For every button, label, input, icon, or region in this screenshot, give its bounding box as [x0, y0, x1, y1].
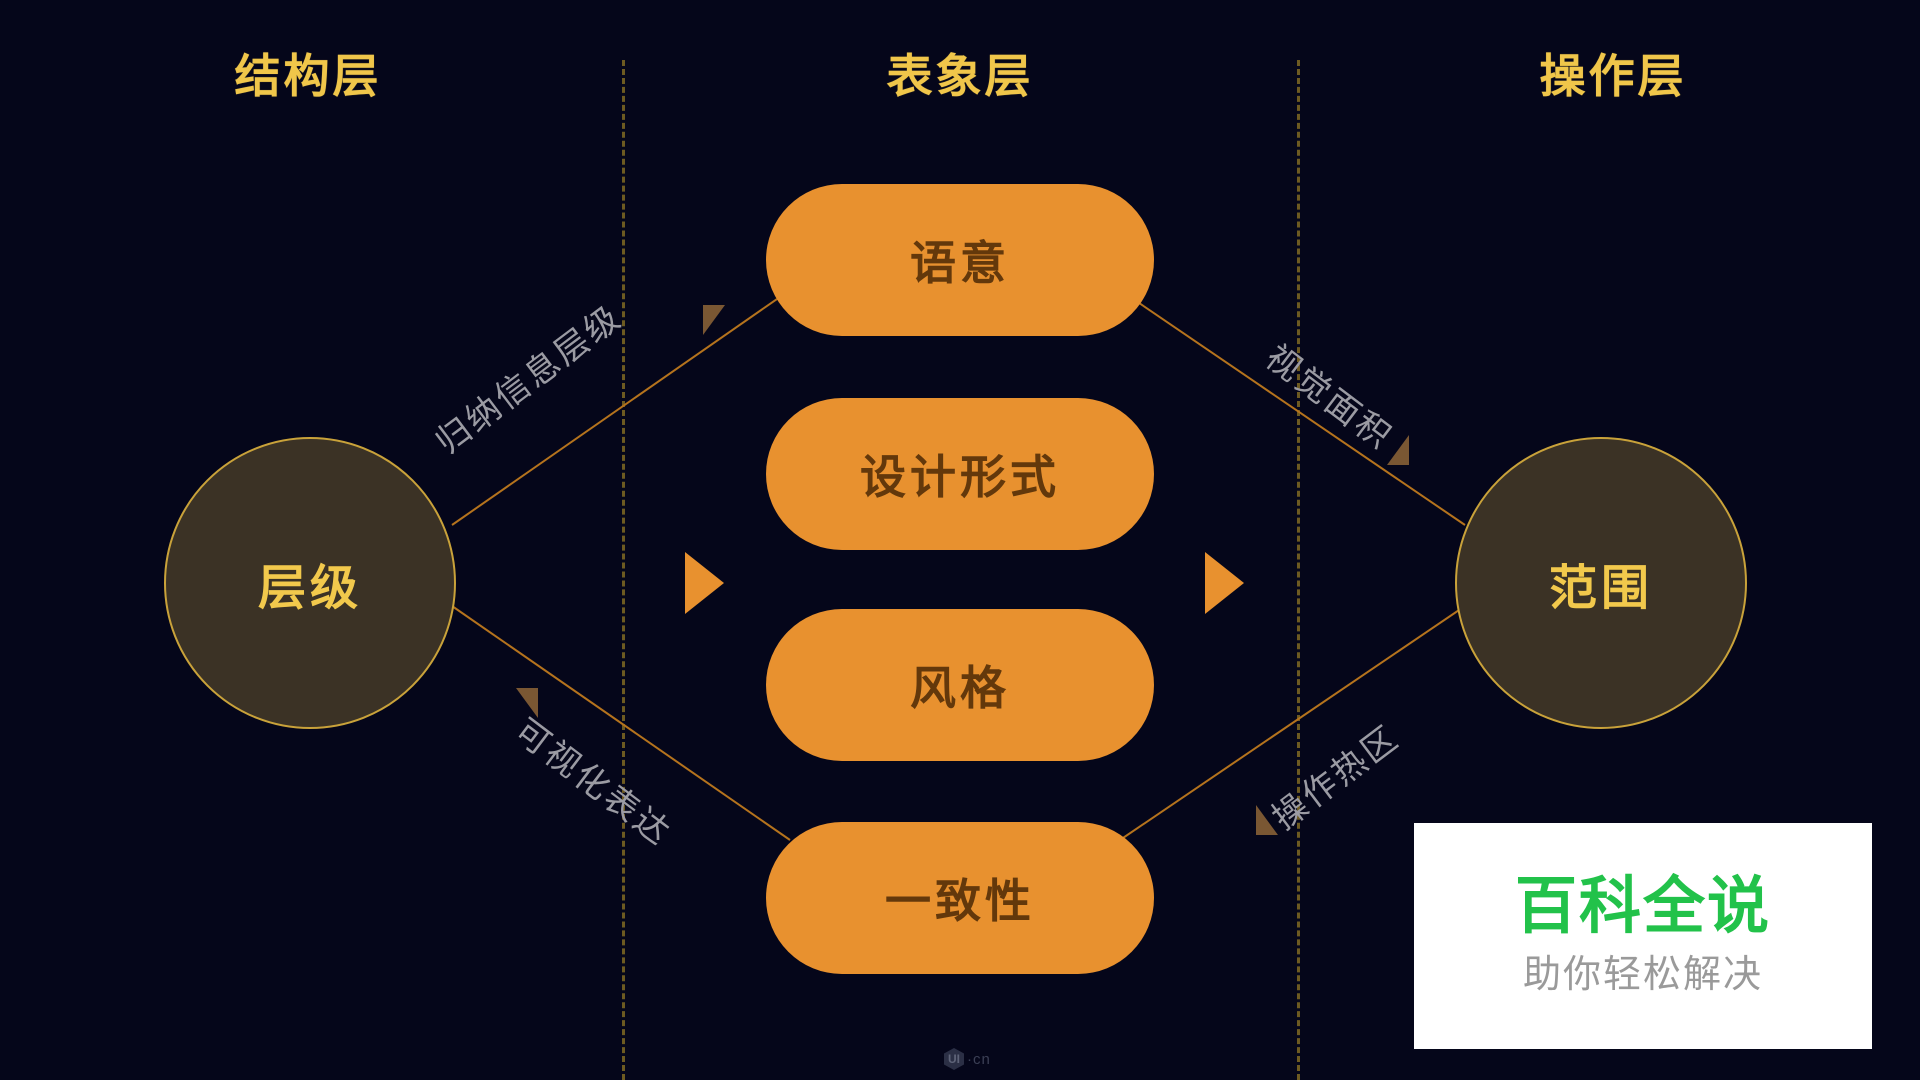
pill-label: 语意: [910, 237, 1010, 289]
node-left-circle[interactable]: 层级: [164, 437, 456, 729]
column-header-surface: 表象层: [886, 50, 1034, 102]
column-header-structure: 结构层: [234, 50, 382, 102]
ui-badge-icon: UI: [944, 1048, 964, 1070]
connector-right-upper: [1119, 289, 1466, 526]
pill-label: 风格: [910, 662, 1010, 714]
triangle-marker-icon-lower-right: [1256, 805, 1282, 835]
pill-style[interactable]: 风格: [766, 609, 1154, 761]
edge-label-operation-hotzone: 操作热区: [1265, 718, 1407, 838]
pill-design-form[interactable]: 设计形式: [766, 398, 1154, 550]
site-watermark-text: ·cn: [967, 1050, 991, 1068]
dashed-divider-right: [1297, 60, 1300, 1080]
play-triangle-icon-right: [1205, 552, 1244, 614]
pill-label: 设计形式: [860, 451, 1060, 503]
dashed-divider-left: [622, 60, 625, 1080]
edge-label-information-hierarchy: 归纳信息层级: [429, 297, 630, 462]
triangle-marker-icon-lower-left: [512, 688, 538, 718]
pill-label: 一致性: [885, 875, 1035, 927]
pill-consistency[interactable]: 一致性: [766, 822, 1154, 974]
triangle-marker-icon-upper-left: [703, 305, 729, 335]
node-right-circle[interactable]: 范围: [1455, 437, 1747, 729]
pill-semantics[interactable]: 语意: [766, 184, 1154, 336]
node-left-circle-label: 层级: [257, 562, 362, 615]
watermark-logo-card: 百科全说 助你轻松解决: [1414, 823, 1872, 1049]
column-header-operation: 操作层: [1539, 50, 1687, 102]
node-right-circle-label: 范围: [1548, 562, 1653, 615]
site-watermark: UI ·cn: [944, 1048, 991, 1070]
play-triangle-icon-left: [685, 552, 724, 614]
triangle-marker-icon-upper-right: [1383, 435, 1409, 465]
watermark-subtitle: 助你轻松解决: [1522, 954, 1763, 997]
edge-label-visual-expression: 可视化表达: [507, 711, 679, 854]
watermark-title: 百科全说: [1514, 871, 1771, 941]
